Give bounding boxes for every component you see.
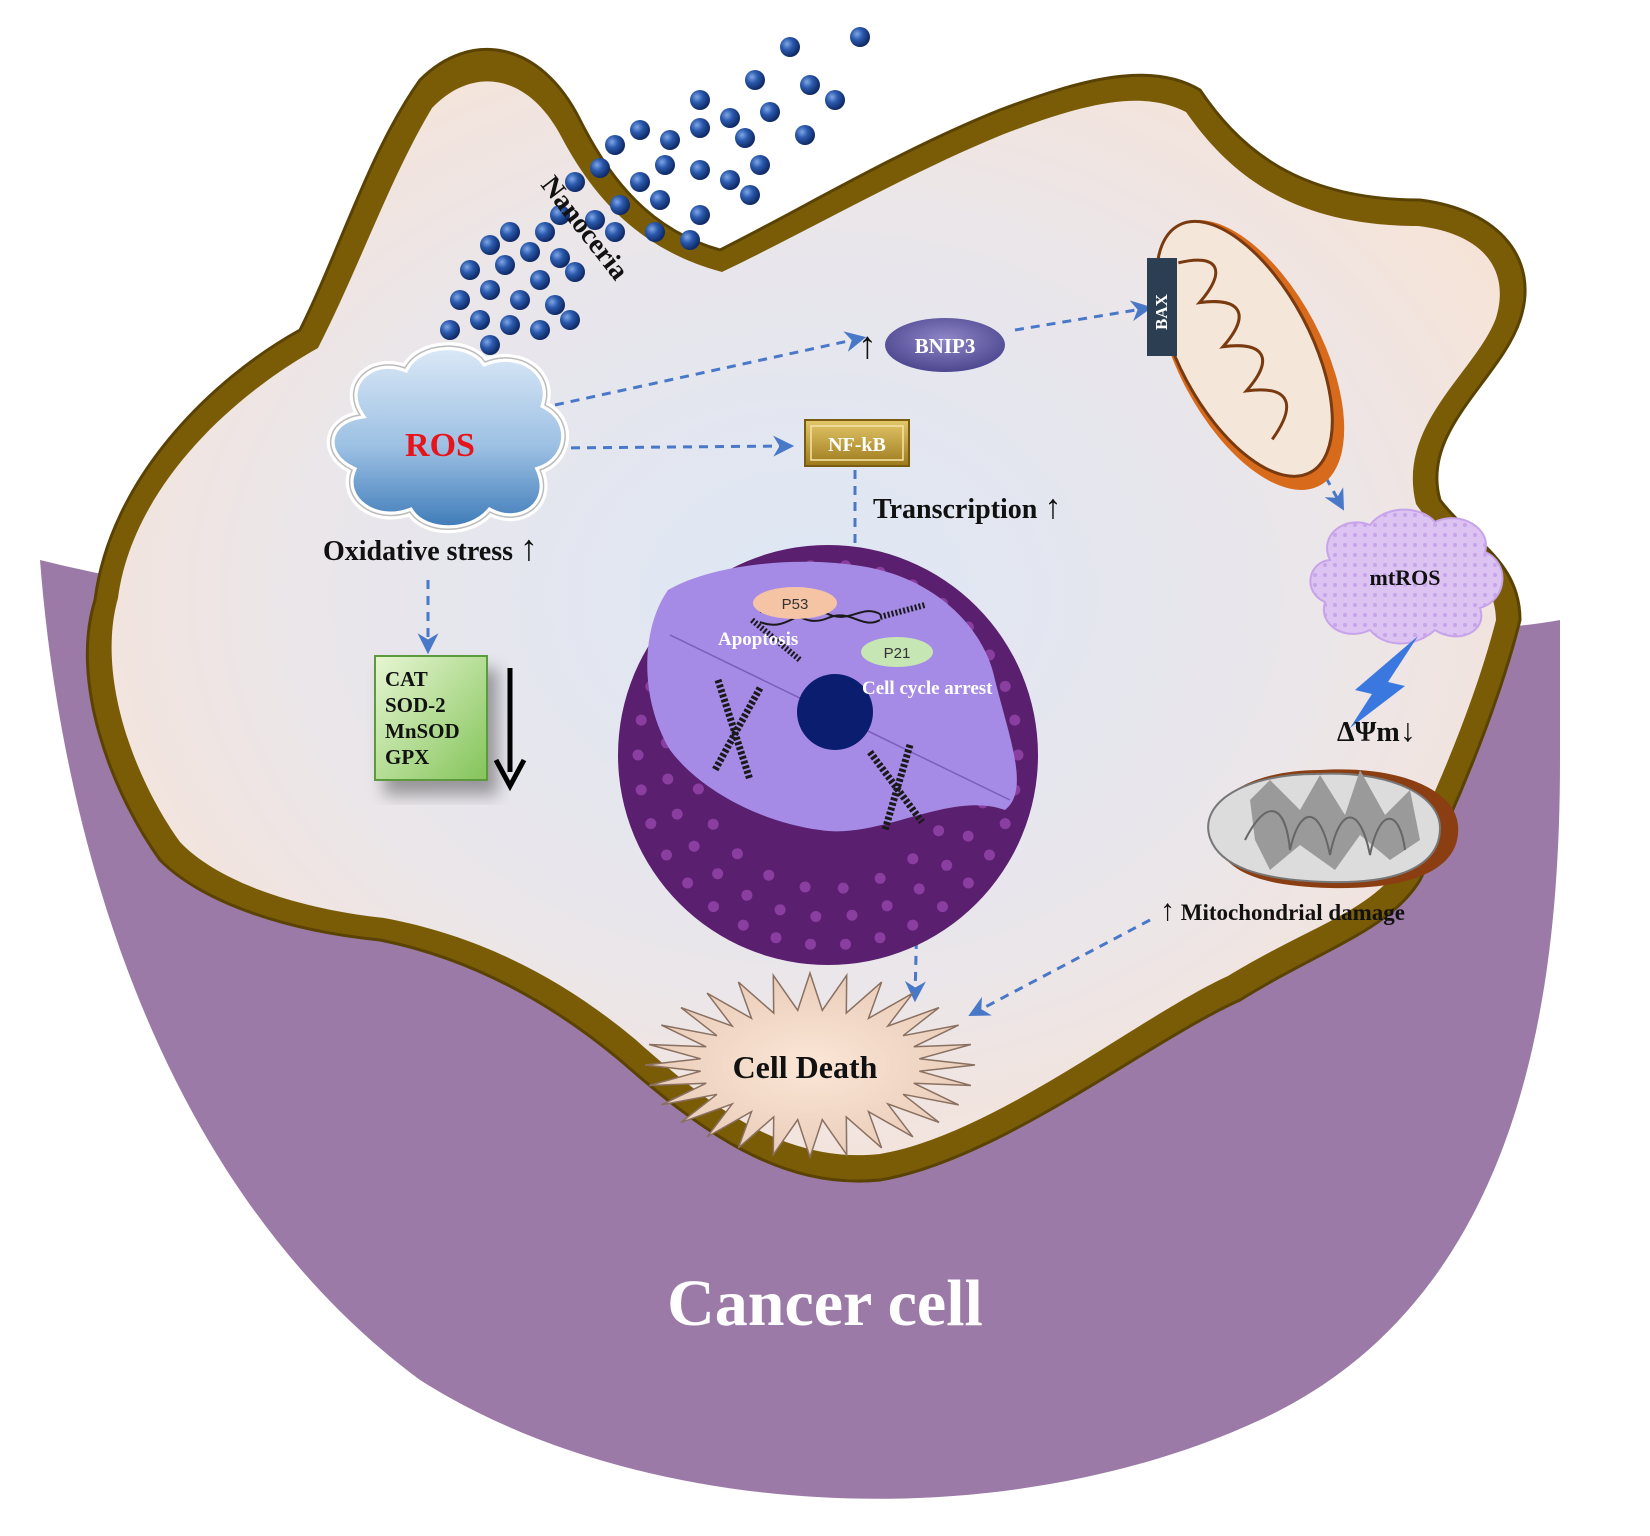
cell-death-burst: Cell Death bbox=[644, 970, 976, 1160]
chromosome-icon bbox=[867, 744, 925, 831]
nfkb-node: NF-kB bbox=[804, 419, 910, 467]
bnip3-up-arrow-icon: ↑ bbox=[858, 325, 877, 367]
bnip3-label: BNIP3 bbox=[915, 334, 976, 358]
enzyme-item: GPX bbox=[385, 745, 429, 769]
nfkb-label: NF-kB bbox=[828, 434, 886, 456]
mitochondrion bbox=[1155, 219, 1345, 490]
nucleolus bbox=[797, 674, 873, 750]
up-arrow-icon: ↑ bbox=[1160, 894, 1175, 927]
cell-title: Cancer cell bbox=[667, 1267, 983, 1340]
p53-label: P53 bbox=[782, 596, 809, 613]
bnip3-node: BNIP3 bbox=[885, 318, 1005, 372]
mtros-cloud: mtROS bbox=[1309, 508, 1504, 645]
arrow-bnip3-to-bax bbox=[1014, 300, 1153, 332]
mtros-label: mtROS bbox=[1370, 565, 1441, 590]
down-arrow-icon: ↓ bbox=[1400, 712, 1416, 748]
damaged-mitochondrion bbox=[1207, 769, 1459, 889]
oxidative-stress-label: Oxidative stress ↑ bbox=[323, 528, 538, 568]
p21-node bbox=[861, 637, 933, 667]
chromosome-icon bbox=[711, 678, 764, 782]
ros-label: ROS bbox=[405, 427, 475, 464]
arrow-ros-to-nfkb bbox=[554, 435, 795, 457]
nucleus: P53 P21 Apoptosis Cell cycle arrest bbox=[618, 545, 1038, 965]
cell-cycle-arrest-label: Cell cycle arrest bbox=[862, 678, 993, 699]
up-arrow-icon: ↑ bbox=[1044, 489, 1061, 526]
lightning-bolt-icon bbox=[1350, 636, 1418, 728]
enzyme-item: CAT bbox=[385, 667, 428, 691]
bax-channel: BAX bbox=[1147, 258, 1177, 356]
antioxidant-enzymes-box: CAT SOD-2 MnSOD GPX bbox=[374, 655, 488, 781]
membrane-potential-label: ΔΨm↓ bbox=[1337, 712, 1416, 748]
arrow-ros-to-bnip3 bbox=[554, 331, 867, 407]
nanoceria-particles bbox=[440, 27, 870, 355]
enzyme-item: SOD-2 bbox=[385, 693, 446, 717]
mitochondrial-damage-label: ↑ Mitochondrial damage bbox=[1160, 894, 1405, 927]
p21-label: P21 bbox=[884, 645, 911, 662]
apoptosis-label: Apoptosis bbox=[718, 629, 798, 650]
transcription-label: Transcription ↑ bbox=[873, 489, 1061, 526]
ros-cloud: ROS bbox=[326, 342, 570, 534]
arrow-mitodamage-to-death bbox=[968, 918, 1151, 1016]
bax-label: BAX bbox=[1152, 293, 1171, 330]
p53-node bbox=[753, 587, 837, 619]
enzyme-item: MnSOD bbox=[385, 719, 460, 743]
down-arrow-icon bbox=[493, 668, 527, 792]
cell-death-label: Cell Death bbox=[733, 1049, 878, 1085]
up-arrow-icon: ↑ bbox=[520, 528, 538, 568]
